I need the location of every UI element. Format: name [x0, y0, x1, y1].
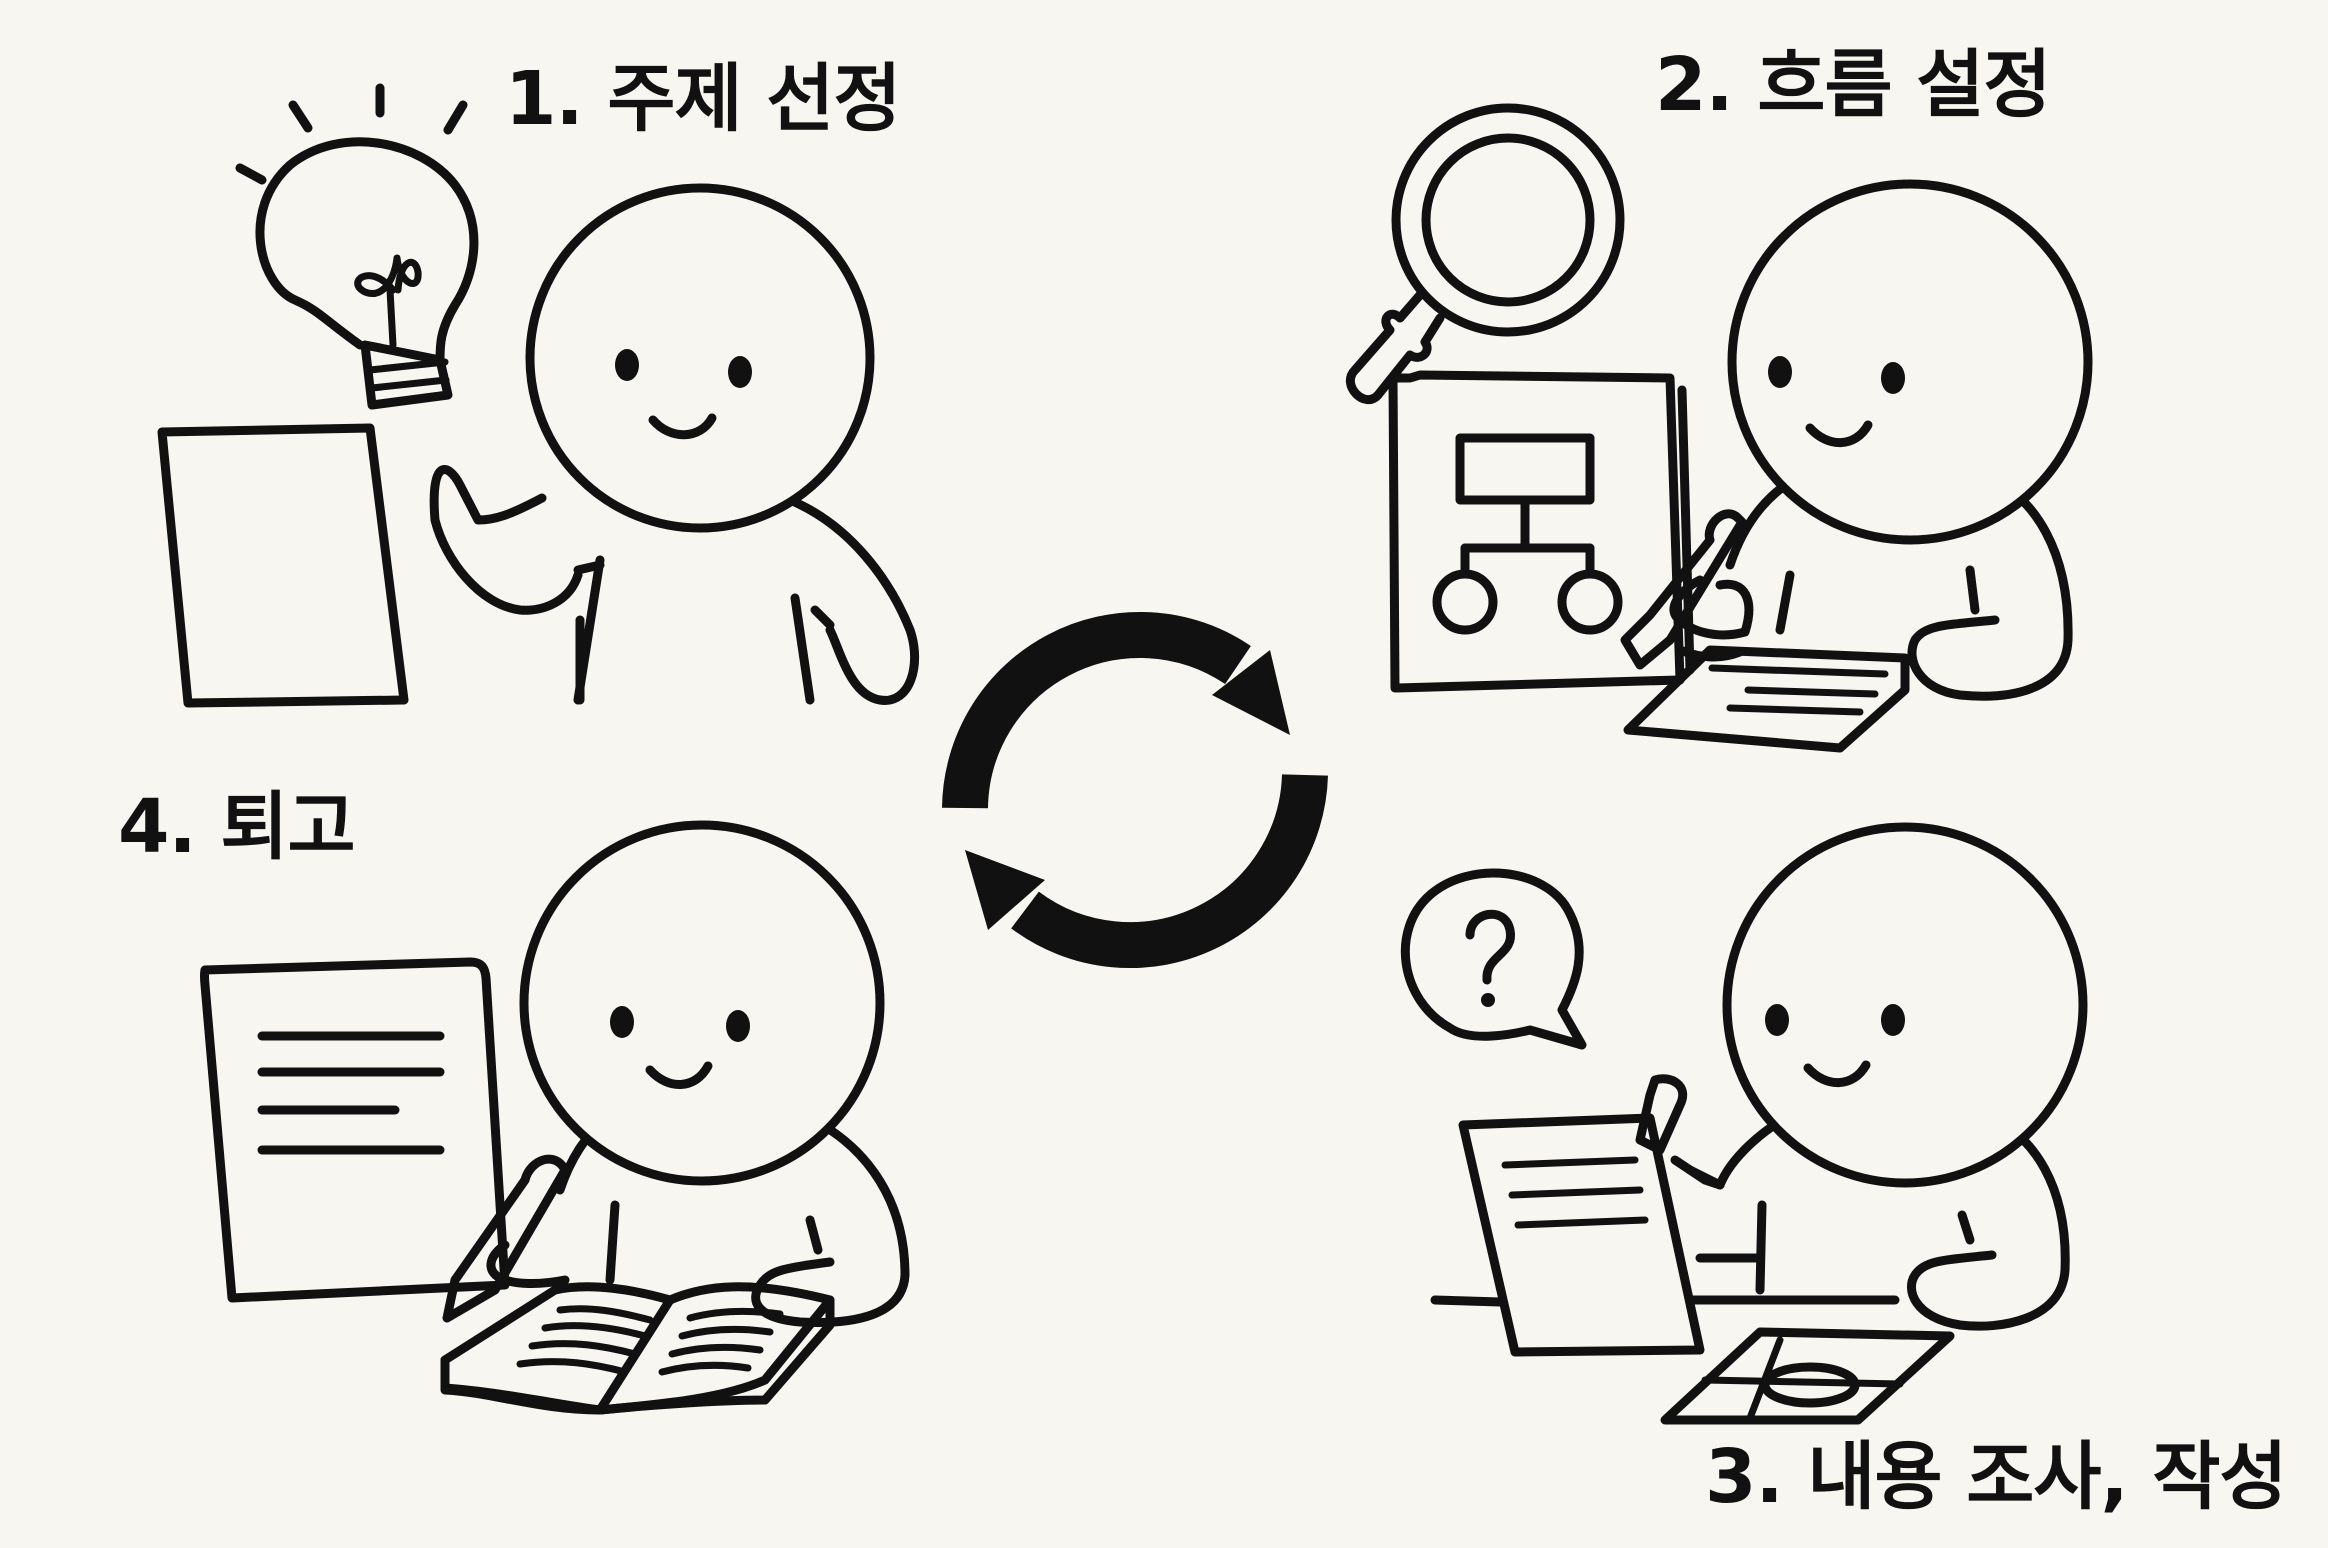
lightbulb-icon: [235, 83, 479, 410]
step1-label: 1. 주제 선정: [505, 56, 901, 142]
step3-scene: [1400, 822, 2088, 1425]
flowchart-board: [1388, 370, 1695, 693]
magnifier-icon: [1345, 103, 1625, 405]
person-1: [429, 183, 920, 705]
step4-scene: [200, 820, 910, 1415]
step3-label: 3. 내용 조사, 작성: [1705, 1434, 2287, 1520]
refresh-cycle-icon: [942, 612, 1328, 969]
person-4: [440, 820, 910, 1415]
step2-label: 2. 흐름 설정: [1655, 42, 2051, 128]
step4-label: 4. 퇴고: [118, 784, 356, 870]
blank-paper: [157, 423, 409, 708]
step2-scene: [1345, 103, 2093, 753]
person-2: [1620, 179, 2093, 753]
question-bubble-icon: [1400, 868, 1587, 1050]
person-3: [1430, 822, 2088, 1425]
step1-scene: [157, 83, 920, 708]
open-book-icon: [440, 1282, 835, 1415]
document-icon: [200, 957, 510, 1303]
